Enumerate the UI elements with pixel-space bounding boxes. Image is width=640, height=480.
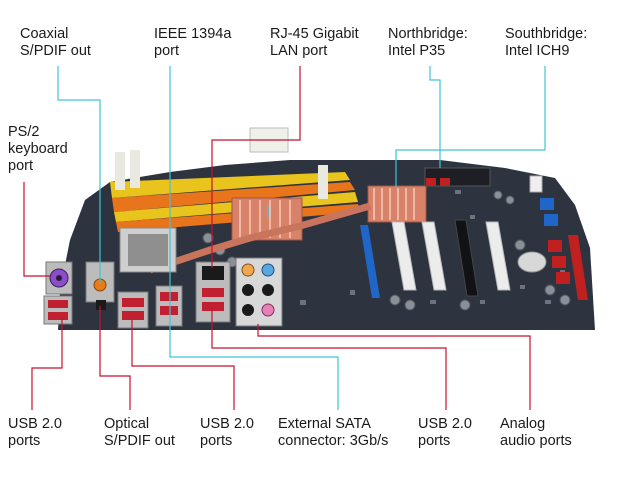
label-usb-right: USB 2.0 ports xyxy=(418,416,472,449)
label-usb-mid: USB 2.0 ports xyxy=(200,416,254,449)
header-red-2 xyxy=(440,178,450,186)
pcie-slot-black xyxy=(454,219,479,297)
label-coaxial-spdif: Coaxial S/PDIF out xyxy=(20,26,91,59)
ide-connector xyxy=(568,235,588,300)
io-panel xyxy=(43,257,283,329)
cpu-fan-header xyxy=(529,175,543,193)
label-rj45: RJ-45 Gigabit LAN port xyxy=(270,26,359,59)
label-southbridge: Southbridge: Intel ICH9 xyxy=(505,26,588,59)
label-usb-left: USB 2.0 ports xyxy=(8,416,62,449)
pcie-slot-blue xyxy=(360,225,380,298)
red-leader-lines xyxy=(23,66,531,410)
sata-connectors xyxy=(540,198,570,284)
label-analog-audio: Analog audio ports xyxy=(500,416,572,449)
leader-analog-audio xyxy=(257,324,531,410)
northbridge-heatsink xyxy=(367,185,427,223)
label-northbridge: Northbridge: Intel P35 xyxy=(388,26,468,59)
header-red-1 xyxy=(426,178,436,186)
pci-slots xyxy=(391,221,511,291)
label-ieee1394: IEEE 1394a port xyxy=(154,26,232,59)
leader-usb-right xyxy=(211,308,447,410)
label-ps2: PS/2 keyboard port xyxy=(8,124,68,174)
leader-northbridge xyxy=(429,66,441,168)
leader-ieee1394 xyxy=(169,66,339,410)
leader-usb-mid xyxy=(131,320,235,410)
heatpipe xyxy=(148,202,371,274)
leader-ps2 xyxy=(23,182,50,277)
cmos-battery xyxy=(517,251,547,273)
label-esata: External SATA connector: 3Gb/s xyxy=(278,416,389,449)
label-optical-spdif: Optical S/PDIF out xyxy=(104,416,175,449)
cpu-socket xyxy=(119,227,177,273)
cyan-leader-lines xyxy=(57,66,546,410)
leader-optical xyxy=(99,306,131,410)
leader-usb-left xyxy=(31,318,63,410)
leader-southbridge xyxy=(395,66,546,188)
leader-coaxial-spdif xyxy=(57,66,101,284)
leader-rj45 xyxy=(211,66,301,268)
